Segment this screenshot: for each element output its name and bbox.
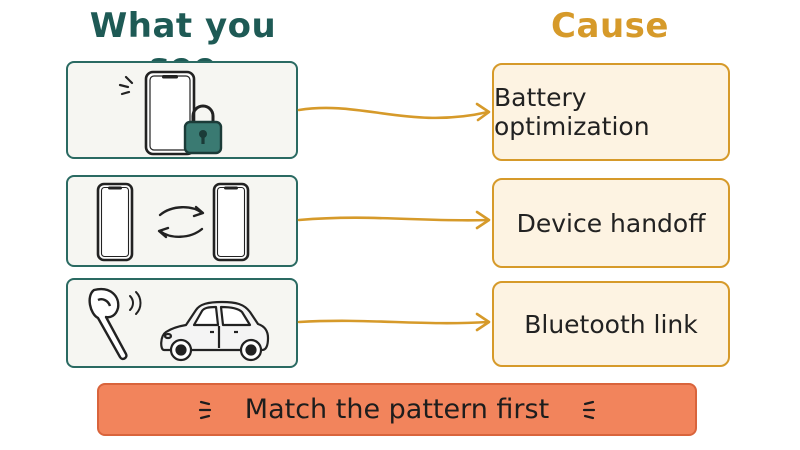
earbud-icon [88, 287, 128, 361]
swap-arrows-icon [157, 205, 205, 239]
symptom-box-device-handoff [66, 175, 298, 267]
cause-box-handoff: Device handoff [492, 178, 730, 268]
phone-icon [212, 182, 250, 262]
symptom-box-bluetooth [66, 278, 298, 368]
takeaway-banner: Match the pattern first [97, 383, 697, 436]
takeaway-text: Match the pattern first [244, 394, 550, 425]
cause-label: Bluetooth link [524, 309, 698, 339]
cause-box-battery: Battery optimization [492, 63, 730, 161]
alert-lines-icon [118, 75, 134, 96]
arrow-head-row-3 [475, 312, 491, 332]
arrow-head-row-1 [475, 102, 491, 122]
cause-label: Device handoff [516, 208, 706, 238]
locked-phone-illustration [118, 70, 223, 156]
arrow-row-3 [297, 319, 490, 325]
phone-icon [144, 70, 196, 156]
cause-column-heading: Cause [551, 6, 669, 46]
device-handoff-illustration [96, 182, 250, 262]
arrow-head-row-2 [475, 210, 491, 230]
cause-label: Battery optimization [494, 83, 650, 141]
lock-icon [183, 104, 223, 155]
cause-box-bluetooth: Bluetooth link [492, 281, 730, 367]
emphasis-lines-icon [583, 400, 596, 419]
symptom-box-locked-phone [66, 61, 298, 159]
arrow-row-2 [297, 216, 490, 222]
earbud-car-illustration [88, 287, 270, 362]
arrow-row-1 [297, 106, 490, 120]
emphasis-lines-icon [198, 400, 211, 419]
phone-icon [96, 182, 134, 262]
car-icon [160, 300, 270, 362]
signal-waves-icon [129, 291, 142, 315]
